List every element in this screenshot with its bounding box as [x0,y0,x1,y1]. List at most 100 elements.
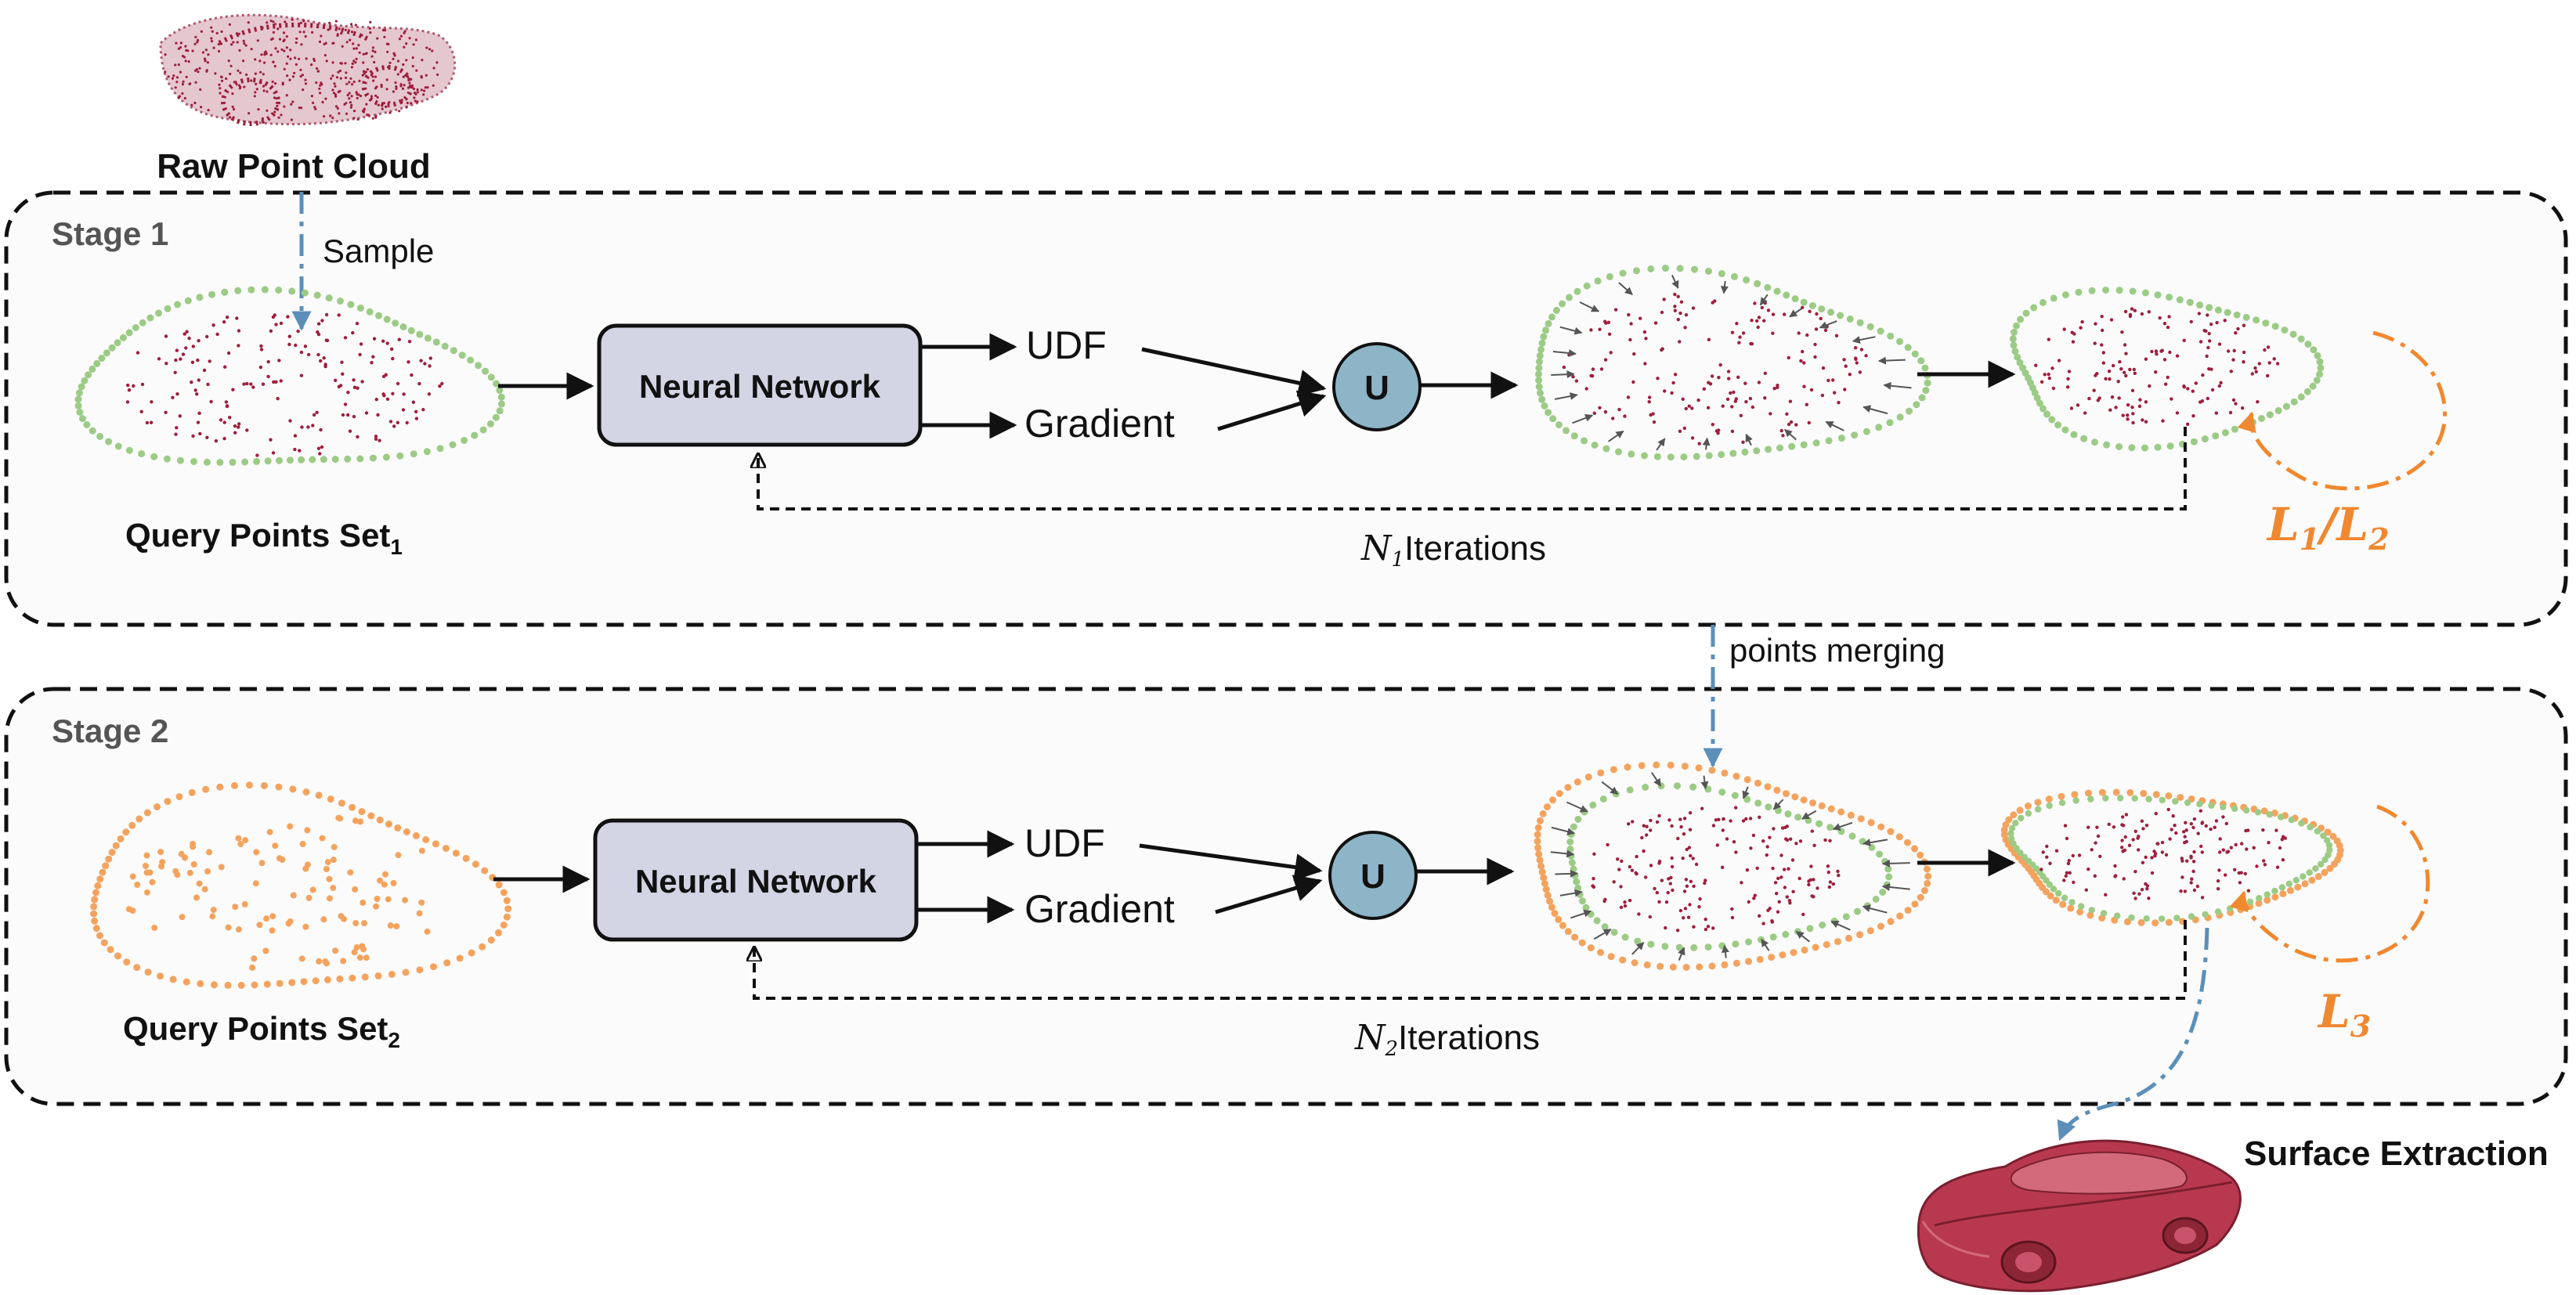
raw-point [187,60,190,63]
green-query-point [2088,287,2096,294]
red-surface-point [2168,350,2172,355]
orange-query-point [503,913,511,921]
red-surface-point [374,435,378,438]
green-query-point [482,367,490,375]
red-surface-point [2076,403,2080,407]
red-surface-point [2166,807,2170,812]
green-query-point [396,452,404,460]
red-surface-point [2257,362,2261,366]
red-surface-point [145,420,150,425]
red-surface-point [2121,815,2125,819]
raw-point [350,23,353,26]
red-surface-point [1686,915,1691,919]
red-surface-point [225,404,229,408]
red-surface-point [1765,845,1769,849]
orange-query-point [2112,788,2120,796]
orange-query-point [1812,943,1819,951]
raw-point [323,42,326,46]
red-surface-point [1683,907,1688,911]
raw-point [374,50,377,53]
stage2-neural-network-box [593,818,919,942]
red-surface-point [1711,824,1716,828]
red-surface-point [1606,320,1611,324]
red-surface-point [2183,889,2188,893]
raw-point [407,77,410,80]
red-surface-point [2118,359,2122,364]
red-surface-point [197,339,201,343]
raw-point [283,49,286,52]
red-surface-point [2101,328,2105,333]
red-surface-point [235,316,239,320]
green-query-point [174,301,182,308]
green-query-point [2212,432,2220,440]
raw-point [174,63,177,67]
green-query-point [1704,267,1712,275]
red-surface-point [2234,331,2238,335]
red-surface-point [1691,857,1695,860]
red-surface-point [164,410,168,414]
orange-query-point [1708,962,1716,970]
raw-point [294,41,298,45]
red-surface-point [1616,857,1620,861]
raw-point [196,38,200,42]
green-query-point [2102,287,2110,294]
orange-query-point [209,913,216,920]
orange-query-point [1696,963,1703,971]
red-surface-point [214,439,219,443]
orange-query-point [1544,803,1551,810]
orange-query-point [224,981,232,989]
raw-point [364,70,367,74]
raw-point [254,72,257,75]
red-surface-point [1776,876,1780,881]
raw-point [432,67,435,70]
raw-point [349,106,352,109]
red-surface-point [222,320,226,324]
orange-query-point [2324,828,2332,836]
gradient-arrow [1551,826,1576,835]
red-surface-point [2098,854,2102,859]
orange-query-point [1587,944,1595,952]
red-surface-point [1721,865,1725,870]
orange-query-point [330,857,337,864]
green-query-point [2100,910,2108,917]
red-surface-point [2200,821,2205,824]
raw-point [262,85,266,88]
red-surface-point [378,438,381,442]
raw-point [290,118,293,121]
orange-query-point [216,783,224,791]
red-surface-point [2152,850,2156,853]
raw-point [193,42,197,45]
green-query-point [105,438,113,445]
red-surface-point [343,402,348,406]
orange-query-point [276,855,283,862]
green-query-point [423,448,431,456]
red-surface-point [2206,313,2209,317]
red-surface-point [1765,853,1769,857]
green-query-point [119,334,127,341]
stage1-neural-network-box [597,323,923,447]
green-query-point [2246,898,2254,906]
red-surface-point [2159,349,2163,353]
green-query-point [1837,312,1844,319]
orange-query-point [1538,868,1546,876]
red-surface-point [1598,406,1602,409]
raw-point [352,110,356,113]
raw-point [338,89,341,92]
red-surface-point [2131,420,2135,425]
orange-query-point [129,907,136,914]
red-surface-point [2242,360,2245,364]
raw-point [282,31,286,34]
red-surface-point [1684,313,1689,317]
red-surface-point [1844,364,1848,368]
green-query-point [1606,272,1613,280]
orange-query-point [1756,955,1764,963]
raw-point [405,42,408,45]
red-surface-point [2180,857,2184,860]
raw-point [269,20,273,23]
green-query-point [2226,905,2234,912]
red-surface-point [287,342,291,347]
green-query-point [190,458,197,465]
orange-query-point [1837,808,1845,816]
raw-point [331,116,334,120]
green-query-point [1825,437,1833,445]
